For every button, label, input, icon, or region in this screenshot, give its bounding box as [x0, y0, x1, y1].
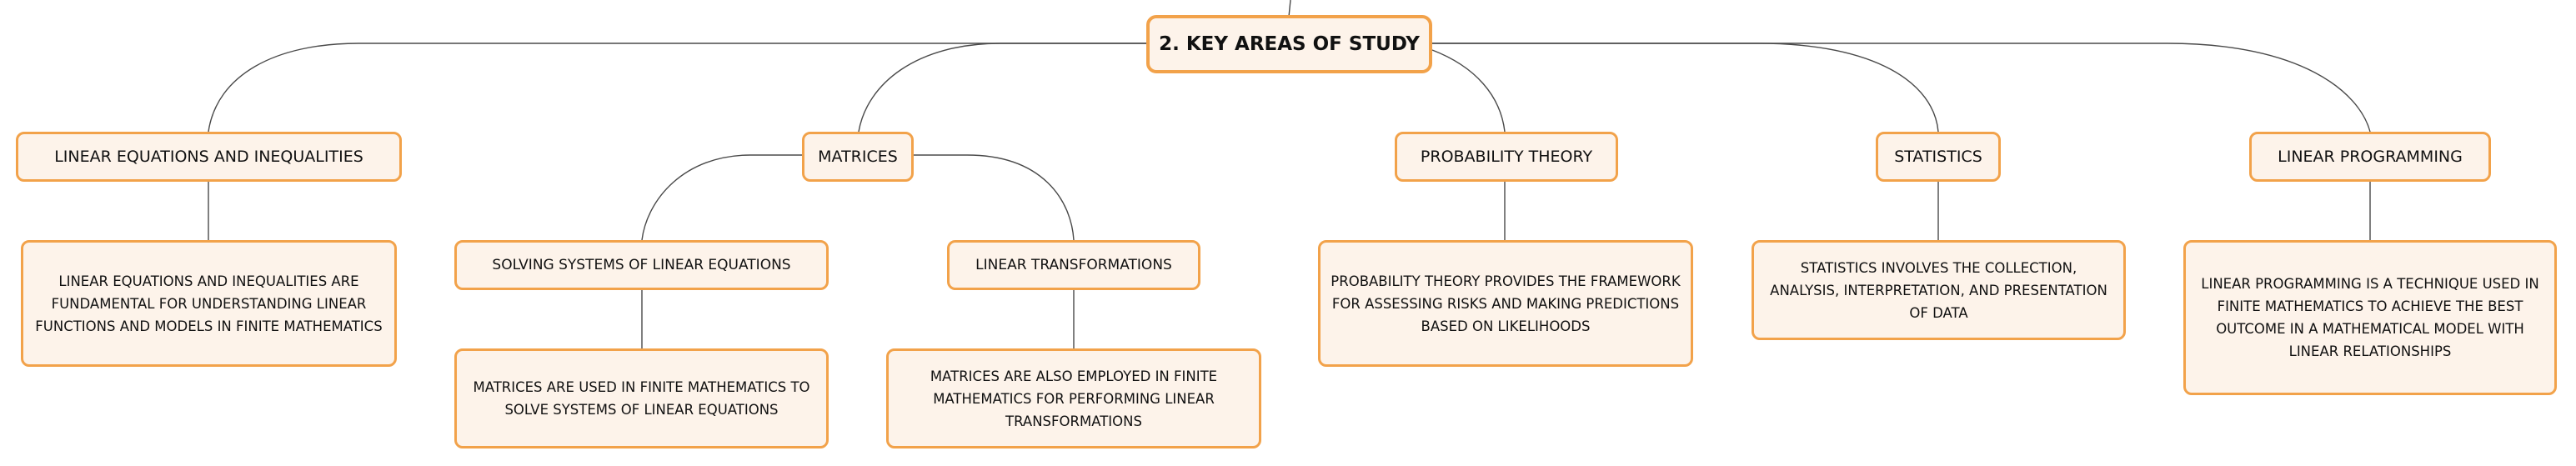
subtopic-solving-systems[interactable]: SOLVING SYSTEMS OF LINEAR EQUATIONS	[454, 240, 829, 290]
description-text: MATRICES ARE USED IN FINITE MATHEMATICS …	[473, 379, 810, 418]
connector-root-linear-equations	[208, 43, 1146, 133]
topic-linear-programming[interactable]: LINEAR PROGRAMMING	[2249, 132, 2491, 182]
root-topic[interactable]: 2. KEY AREAS OF STUDY	[1146, 15, 1432, 73]
topic-matrices[interactable]: MATRICES	[802, 132, 914, 182]
topic-linear-equations[interactable]: LINEAR EQUATIONS AND INEQUALITIES	[16, 132, 402, 182]
description-linear-transformations[interactable]: MATRICES ARE ALSO EMPLOYED IN FINITE MAT…	[886, 348, 1261, 448]
topic-label: LINEAR EQUATIONS AND INEQUALITIES	[54, 148, 363, 166]
topic-label: LINEAR PROGRAMMING	[2278, 148, 2463, 166]
topic-label: MATRICES	[818, 148, 898, 166]
description-text: LINEAR EQUATIONS AND INEQUALITIES ARE FU…	[35, 273, 383, 334]
description-linear-programming[interactable]: LINEAR PROGRAMMING IS A TECHNIQUE USED I…	[2183, 240, 2557, 395]
connector-root-up	[1288, 0, 1291, 18]
description-text: STATISTICS INVOLVES THE COLLECTION, ANAL…	[1770, 259, 2107, 321]
description-probability-theory[interactable]: PROBABILITY THEORY PROVIDES THE FRAMEWOR…	[1318, 240, 1693, 367]
description-solving-systems[interactable]: MATRICES ARE USED IN FINITE MATHEMATICS …	[454, 348, 829, 448]
description-text: LINEAR PROGRAMMING IS A TECHNIQUE USED I…	[2201, 276, 2539, 359]
subtopic-label: LINEAR TRANSFORMATIONS	[975, 257, 1172, 273]
description-linear-equations[interactable]: LINEAR EQUATIONS AND INEQUALITIES ARE FU…	[21, 240, 397, 367]
topic-label: PROBABILITY THEORY	[1420, 148, 1593, 166]
topic-statistics[interactable]: STATISTICS	[1876, 132, 2001, 182]
connector-root-probability	[1431, 49, 1506, 133]
connector-matrices-solving	[641, 154, 802, 241]
connector-root-linear-programming	[1432, 43, 2371, 133]
description-text: PROBABILITY THEORY PROVIDES THE FRAMEWOR…	[1331, 273, 1681, 334]
description-statistics[interactable]: STATISTICS INVOLVES THE COLLECTION, ANAL…	[1752, 240, 2126, 340]
subtopic-linear-transformations[interactable]: LINEAR TRANSFORMATIONS	[947, 240, 1200, 290]
connector-root-statistics	[1432, 43, 1939, 133]
root-topic-label: 2. KEY AREAS OF STUDY	[1159, 33, 1420, 55]
connector-matrices-transform	[914, 154, 1075, 241]
description-text: MATRICES ARE ALSO EMPLOYED IN FINITE MAT…	[930, 368, 1218, 429]
topic-label: STATISTICS	[1894, 148, 1982, 166]
topic-probability-theory[interactable]: PROBABILITY THEORY	[1395, 132, 1618, 182]
connector-root-matrices	[858, 43, 1146, 133]
subtopic-label: SOLVING SYSTEMS OF LINEAR EQUATIONS	[492, 257, 791, 273]
